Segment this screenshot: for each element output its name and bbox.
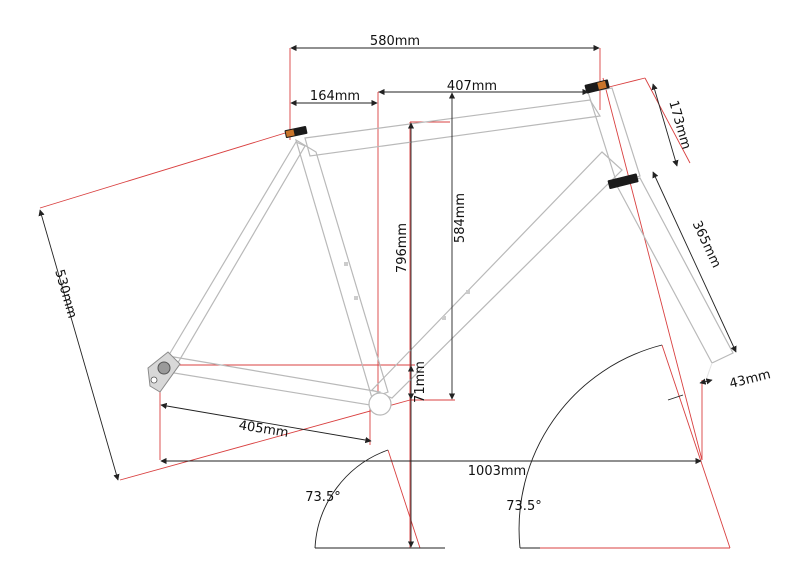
label-head-angle: 73.5° [506,499,541,514]
label-bb-drop: 71mm [413,361,428,403]
label-chainstay: 405mm [238,418,290,441]
label-stack: 584mm [453,193,468,243]
dim-43 [699,378,713,385]
label-effective-top-tube: 580mm [370,34,420,49]
label-stack-total: 796mm [395,223,410,273]
bicycle-frame [147,87,734,416]
rear-dropout-icon [147,351,181,393]
label-seat-tube: 530mm [51,268,79,320]
label-stack-offset: 164mm [310,89,360,104]
dim-173 [651,83,679,167]
reference-lines [39,48,731,549]
dim-530 [38,209,120,481]
label-fork-offset: 43mm [728,367,772,392]
dimension-lines [38,44,737,548]
label-wheelbase: 1003mm [468,464,526,479]
angle-arcs [314,344,663,549]
label-fork-length: 365mm [689,219,724,271]
bottom-bracket-icon [368,392,392,416]
label-reach: 407mm [447,79,497,94]
dim-365 [652,171,737,353]
dim-405 [160,402,372,444]
headset-bottom-icon [607,173,639,190]
components [284,79,639,190]
label-seat-angle: 73.5° [305,490,340,505]
